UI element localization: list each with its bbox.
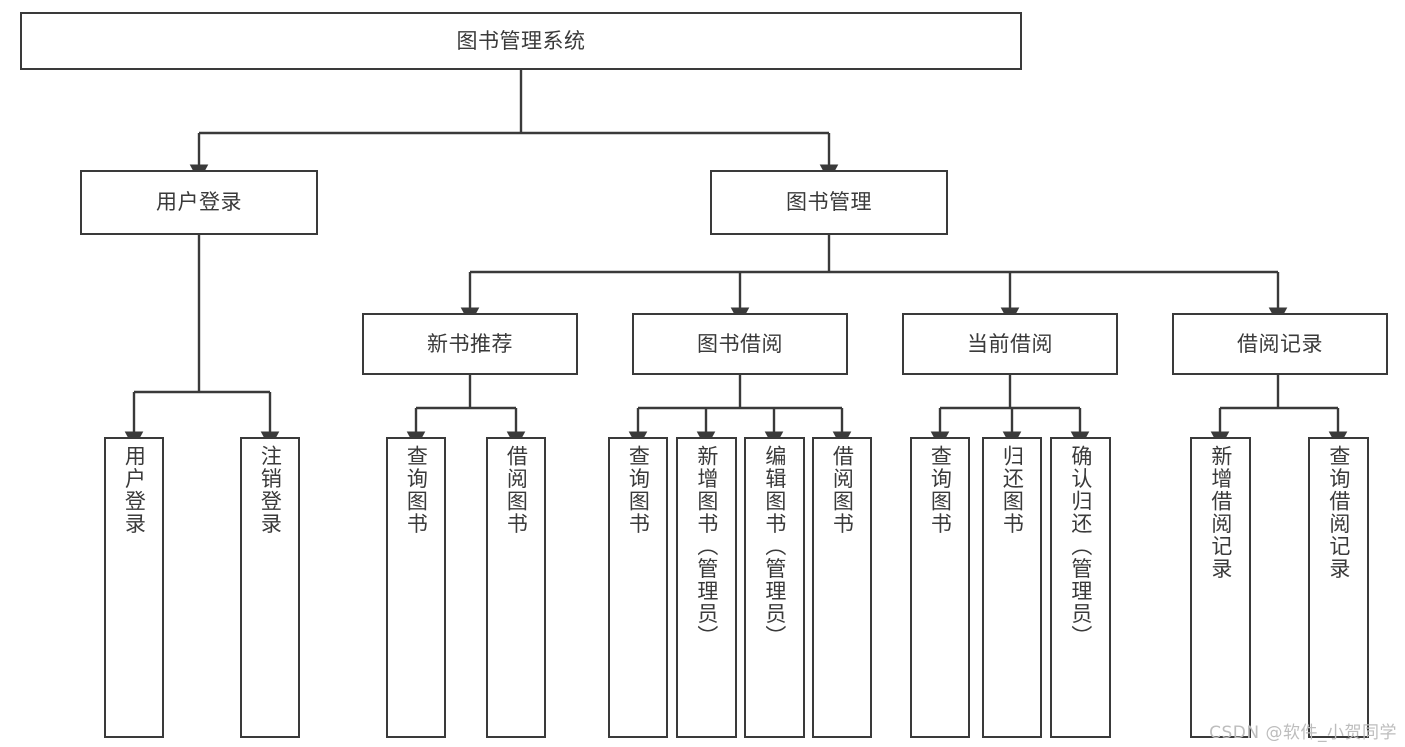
node-leaf-query-book-3[interactable]: 查询图书 bbox=[910, 437, 970, 738]
node-label: 借阅图书 bbox=[504, 445, 529, 535]
node-leaf-borrow-book-2[interactable]: 借阅图书 bbox=[812, 437, 872, 738]
node-leaf-query-borrow-record[interactable]: 查询借阅记录 bbox=[1308, 437, 1369, 738]
node-label: 归还图书 bbox=[1000, 445, 1025, 535]
node-leaf-borrow-book-1[interactable]: 借阅图书 bbox=[486, 437, 546, 738]
node-label: 图书借阅 bbox=[697, 331, 783, 356]
node-leaf-add-borrow-record[interactable]: 新增借阅记录 bbox=[1190, 437, 1251, 738]
node-label: 借阅记录 bbox=[1237, 331, 1323, 356]
node-current-borrow[interactable]: 当前借阅 bbox=[902, 313, 1118, 375]
node-label: 图书管理 bbox=[786, 190, 872, 215]
node-leaf-add-book-admin[interactable]: 新增图书（管理员） bbox=[676, 437, 737, 738]
node-borrow-record[interactable]: 借阅记录 bbox=[1172, 313, 1388, 375]
csdn-watermark: CSDN @软件_小贺同学 bbox=[1209, 723, 1397, 743]
node-new-book-recommend[interactable]: 新书推荐 bbox=[362, 313, 578, 375]
node-label: 新书推荐 bbox=[427, 331, 513, 356]
node-label: 查询图书 bbox=[404, 445, 429, 535]
node-leaf-return-book[interactable]: 归还图书 bbox=[982, 437, 1042, 738]
node-label: 图书管理系统 bbox=[456, 28, 586, 53]
node-book-borrow[interactable]: 图书借阅 bbox=[632, 313, 848, 375]
node-label: 用户登录 bbox=[156, 190, 242, 215]
node-leaf-user-logout[interactable]: 注销登录 bbox=[240, 437, 300, 738]
node-leaf-edit-book-admin[interactable]: 编辑图书（管理员） bbox=[744, 437, 805, 738]
node-label: 查询图书 bbox=[626, 445, 651, 535]
node-label: 新增借阅记录 bbox=[1208, 445, 1233, 580]
node-leaf-confirm-return-admin[interactable]: 确认归还（管理员） bbox=[1050, 437, 1111, 738]
node-leaf-user-login[interactable]: 用户登录 bbox=[104, 437, 164, 738]
node-leaf-query-book-2[interactable]: 查询图书 bbox=[608, 437, 668, 738]
connector-lines bbox=[124, 70, 1348, 449]
node-label: 查询借阅记录 bbox=[1326, 445, 1351, 580]
node-label: 新增图书（管理员） bbox=[694, 445, 719, 648]
node-label: 借阅图书 bbox=[830, 445, 855, 535]
node-book-manage[interactable]: 图书管理 bbox=[710, 170, 948, 235]
node-label: 查询图书 bbox=[928, 445, 953, 535]
node-root[interactable]: 图书管理系统 bbox=[20, 12, 1022, 70]
node-label: 用户登录 bbox=[122, 445, 147, 535]
node-label: 当前借阅 bbox=[967, 331, 1053, 356]
node-label: 注销登录 bbox=[258, 445, 283, 535]
node-leaf-query-book-1[interactable]: 查询图书 bbox=[386, 437, 446, 738]
node-label: 编辑图书（管理员） bbox=[762, 445, 787, 648]
node-label: 确认归还（管理员） bbox=[1068, 445, 1093, 648]
node-user-login[interactable]: 用户登录 bbox=[80, 170, 318, 235]
